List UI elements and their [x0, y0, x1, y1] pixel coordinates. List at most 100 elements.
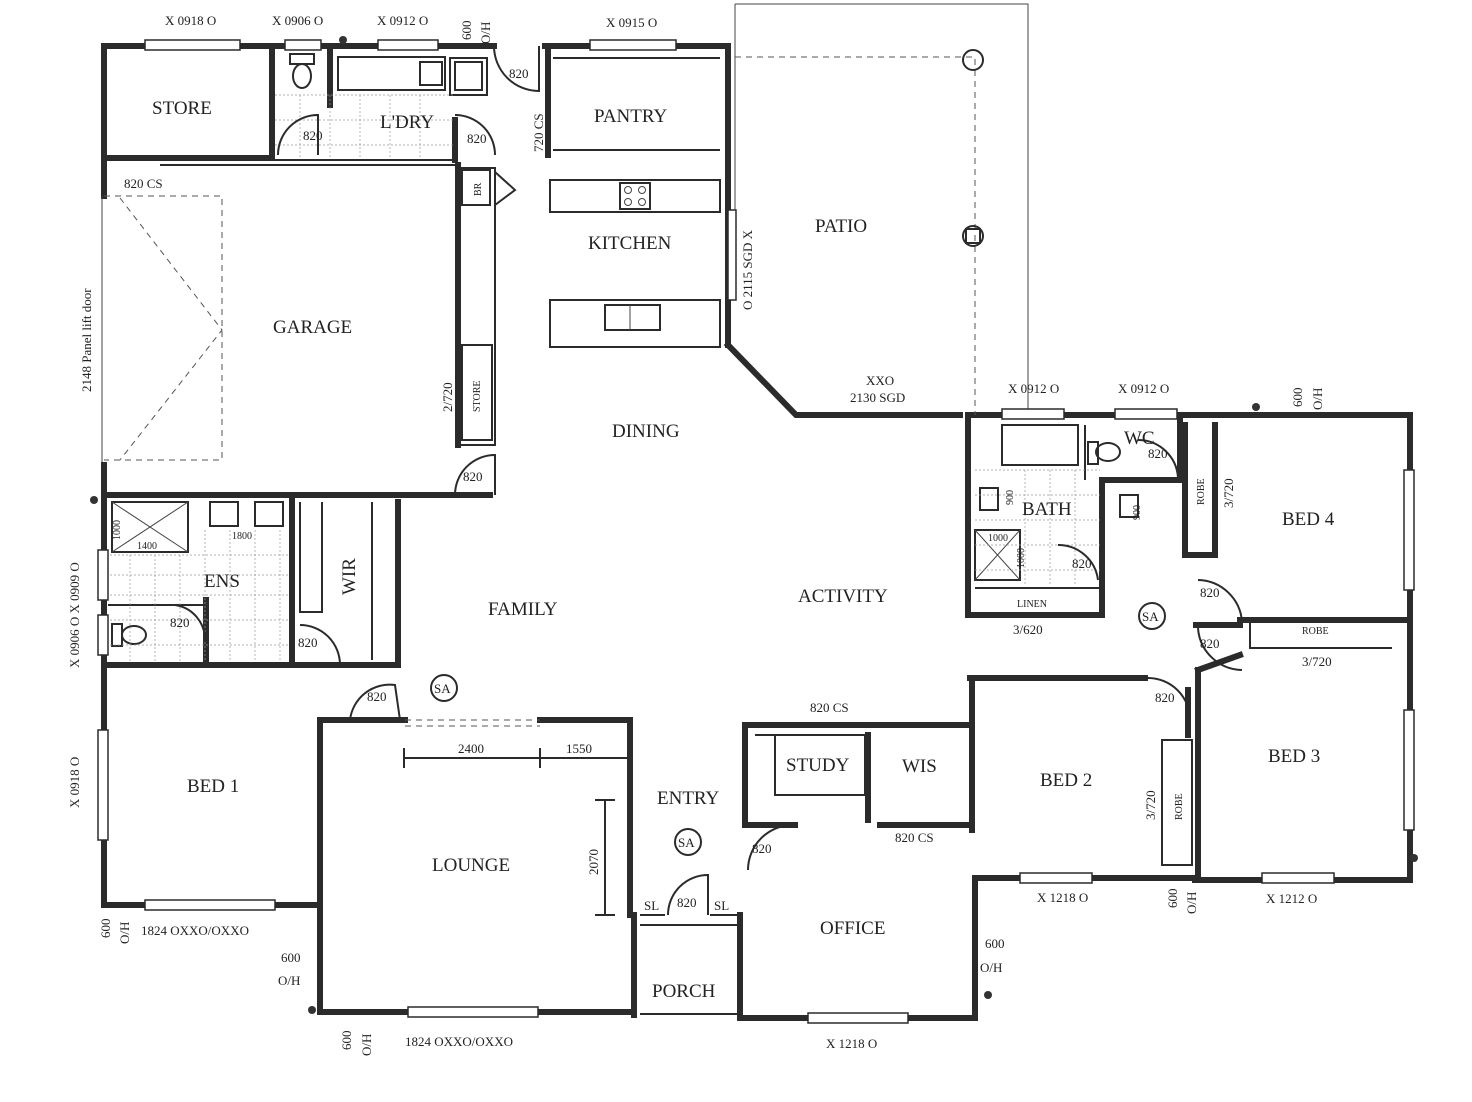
room-wc: WC	[1124, 428, 1155, 449]
dim-1800-ens: 1800	[232, 531, 252, 542]
dim-820cs-wis: 820 CS	[895, 830, 934, 845]
label-window-bed2: X 1218 O	[1037, 890, 1088, 905]
dim-door-820-wir: 820	[298, 635, 318, 650]
room-study: STUDY	[786, 755, 850, 776]
dim-1400-ens: 1400	[137, 541, 157, 552]
room-bed4: BED 4	[1282, 509, 1335, 530]
dim-oh-bed4: O/H	[1310, 388, 1325, 410]
smoke-alarms: SA SA SA	[430, 602, 1166, 856]
label-window-lounge: 1824 OXXO/OXXO	[405, 1034, 513, 1049]
room-office: OFFICE	[820, 918, 885, 939]
dim-600-office: 600	[985, 936, 1005, 951]
dim-3720-bed2: 3/720	[1143, 790, 1158, 820]
smoke-alarm-entry: SA	[678, 835, 695, 850]
dim-door-820-office: 820	[752, 841, 772, 856]
dim-oh-top: O/H	[478, 22, 493, 44]
room-robe-bed2: ROBE	[1174, 793, 1185, 820]
label-window-office: X 1218 O	[826, 1036, 877, 1051]
dim-door-820-a: 820	[509, 66, 529, 81]
room-bed3: BED 3	[1268, 746, 1320, 767]
room-wis: WIS	[902, 756, 937, 777]
dim-door-820-ens: 820	[170, 615, 190, 630]
dim-3620-linen: 3/620	[1013, 622, 1043, 637]
label-window-bath-2: X 0912 O	[1118, 381, 1169, 396]
dim-oh-bed1: O/H	[117, 922, 132, 944]
dim-1000-bath: 1000	[988, 533, 1008, 544]
dim-820cs-store: 820 CS	[124, 176, 163, 191]
window-labels: X 0918 O X 0906 O X 0912 O X 0915 O X 09…	[67, 13, 1317, 1051]
windows	[97, 39, 1415, 1024]
room-porch: PORCH	[652, 981, 716, 1002]
label-garage-door: 2148 Panel lift door	[79, 288, 94, 392]
dim-oh-lounge: O/H	[359, 1034, 374, 1056]
label-window-bed3: X 1212 O	[1266, 891, 1317, 906]
room-robe-bed4: ROBE	[1196, 478, 1207, 505]
room-linen: LINEN	[1017, 599, 1047, 610]
room-entry: ENTRY	[657, 788, 720, 809]
dim-door-820-bed4: 820	[1200, 585, 1220, 600]
room-wir: WIR	[339, 558, 360, 595]
dim-sl-left: SL	[644, 898, 659, 913]
dim-600-bed2: 600	[1165, 889, 1180, 909]
room-bed2: BED 2	[1040, 770, 1092, 791]
dim-600-bed1: 600	[98, 919, 113, 939]
label-window-top-1: X 0918 O	[165, 13, 216, 28]
dim-1000-bath-v: 1000	[1016, 548, 1027, 568]
dim-door-820-garage: 820	[463, 469, 483, 484]
room-dining: DINING	[612, 421, 680, 442]
label-window-top-2: X 0906 O	[272, 13, 323, 28]
label-window-top-3: X 0912 O	[377, 13, 428, 28]
dim-3720-bed3: 3/720	[1302, 654, 1332, 669]
dim-1550: 1550	[566, 741, 592, 756]
room-activity: ACTIVITY	[798, 586, 888, 607]
room-bed1: BED 1	[187, 776, 239, 797]
room-garage: GARAGE	[273, 317, 352, 338]
dim-door-820-b: 820	[303, 128, 323, 143]
dim-720cs-pantry: 720 CS	[531, 113, 546, 152]
dim-sl-right: SL	[714, 898, 729, 913]
tap-points	[90, 36, 1418, 1014]
label-window-left-2: X 0918 O	[67, 757, 82, 808]
room-labels: STORE L'DRY PANTRY KITCHEN PATIO GARAGE …	[152, 98, 1335, 1002]
label-window-bed1: 1824 OXXO/OXXO	[141, 923, 249, 938]
room-ensuite: ENS	[204, 571, 240, 592]
dim-900-bath: 900	[1005, 490, 1016, 505]
label-window-left-1: X 0906 O X 0909 O	[67, 562, 82, 668]
dim-600-lounge: 600	[339, 1031, 354, 1051]
dim-door-820-wc: 820	[1148, 446, 1168, 461]
dim-door-820-bed1: 820	[367, 689, 387, 704]
room-family: FAMILY	[488, 599, 558, 620]
dim-600-bed4: 600	[1290, 388, 1305, 408]
dim-2720-garage: 2/720	[440, 382, 455, 412]
label-sgd-patio-2: 2130 SGD	[850, 390, 905, 405]
interior-walls	[101, 3, 1413, 926]
dim-820cs-study: 820 CS	[810, 700, 849, 715]
label-sgd-kitchen: O 2115 SGD X	[740, 229, 755, 310]
dim-oh-lounge-side: O/H	[278, 973, 300, 988]
dim-door-820-bed3: 820	[1200, 636, 1220, 651]
door-swings	[174, 45, 1243, 916]
room-broom: BR	[473, 182, 484, 196]
dim-1000-ens: 1000	[112, 520, 123, 540]
smoke-alarm-activity: SA	[1142, 609, 1159, 624]
dim-oh-bed2: O/H	[1184, 892, 1199, 914]
smoke-alarm-family: SA	[434, 681, 451, 696]
room-lounge: LOUNGE	[432, 855, 510, 876]
dimension-labels: 820 820 820 820 CS 720 CS 2/720 820 820 …	[79, 21, 1332, 1057]
label-window-top-4: X 0915 O	[606, 15, 657, 30]
dim-900-vanity: 900	[1132, 505, 1143, 520]
dim-oh-office: O/H	[980, 960, 1002, 975]
room-patio: PATIO	[815, 216, 867, 237]
room-kitchen: KITCHEN	[588, 233, 672, 254]
dim-600-top: 600	[459, 21, 474, 41]
room-robe-bed3: ROBE	[1302, 626, 1329, 637]
dim-door-820-bath: 820	[1072, 556, 1092, 571]
room-bath: BATH	[1022, 499, 1072, 520]
room-pantry: PANTRY	[594, 106, 667, 127]
dim-600-lounge-side: 600	[281, 950, 301, 965]
label-sgd-patio: XXO	[866, 373, 894, 388]
room-laundry: L'DRY	[380, 112, 434, 133]
label-window-bath-1: X 0912 O	[1008, 381, 1059, 396]
room-store: STORE	[152, 98, 212, 119]
